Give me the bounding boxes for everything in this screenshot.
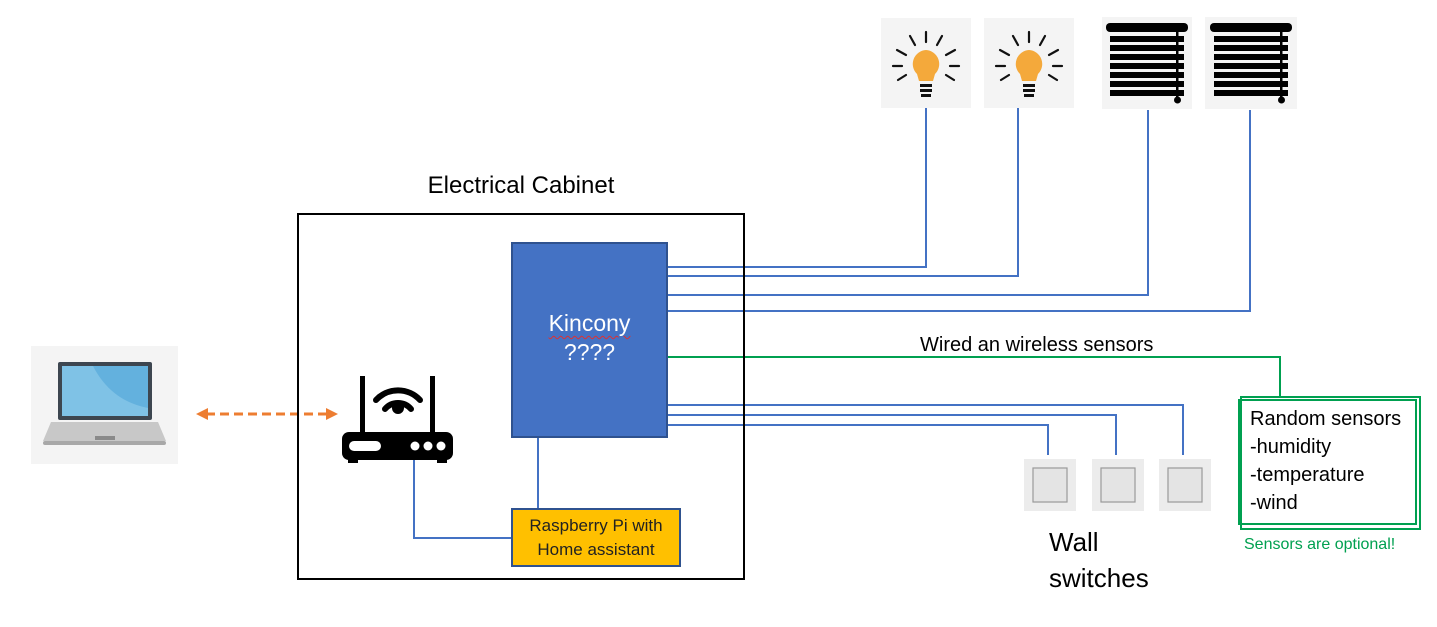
sensor-item-humidity: -humidity [1250,436,1332,458]
wall-label-line2: switches [1049,563,1149,593]
wire-switch-1 [668,424,1049,455]
raspberry-pi-box[interactable]: Raspberry Pi with Home assistant [511,508,681,567]
laptop-tile[interactable] [31,346,178,464]
wire-switch-2 [668,414,1117,455]
sensor-item-wind: -wind [1250,492,1298,514]
light-bulb-icon [994,30,1064,97]
electrical-cabinet [297,213,745,580]
blinds-2-tile[interactable] [1205,17,1297,109]
wire-router-rpi [413,450,511,539]
network-link-arrow [196,408,338,420]
window-blinds-icon [1210,23,1292,104]
rpi-label-line1: Raspberry Pi with [529,516,663,535]
light-2-tile[interactable] [984,18,1074,108]
kincony-controller[interactable]: Kincony ???? [511,242,668,438]
blinds-1-tile[interactable] [1102,17,1192,109]
sensors-box[interactable]: Random sensors -humidity -temperature -w… [1238,399,1417,525]
sensors-optional-note: Sensors are optional! [1244,536,1396,553]
switch-icon [1092,459,1144,511]
sensor-item-temperature: -temperature [1250,464,1365,486]
light-1-tile[interactable] [881,18,971,108]
wall-switch-1[interactable] [1024,459,1076,511]
wire-sensors [664,356,1281,396]
wall-switches-label: Wall switches [1049,524,1149,596]
wall-switch-3[interactable] [1159,459,1211,511]
wire-blinds-1 [668,110,1149,296]
laptop-icon [43,362,166,445]
sensor-link-label: Wired an wireless sensors [920,334,1154,356]
wall-switch-2[interactable] [1092,459,1144,511]
cabinet-title: Electrical Cabinet [427,172,615,199]
wire-light-1 [668,108,927,268]
window-blinds-icon [1106,23,1188,104]
controller-name: Kincony [548,310,631,336]
light-bulb-icon [891,30,961,97]
sensors-box-outline [1240,396,1421,530]
wifi-router-icon [342,376,453,463]
wire-light-2 [668,108,1019,277]
rpi-label-line2: Home assistant [537,540,655,559]
switch-icon [1024,459,1076,511]
controller-model: ???? [563,339,616,365]
wire-switch-3 [668,404,1184,455]
sensors-title: Random sensors [1250,408,1402,430]
wire-blinds-2 [668,110,1251,312]
switch-icon [1159,459,1211,511]
wall-label-line1: Wall [1049,527,1099,557]
